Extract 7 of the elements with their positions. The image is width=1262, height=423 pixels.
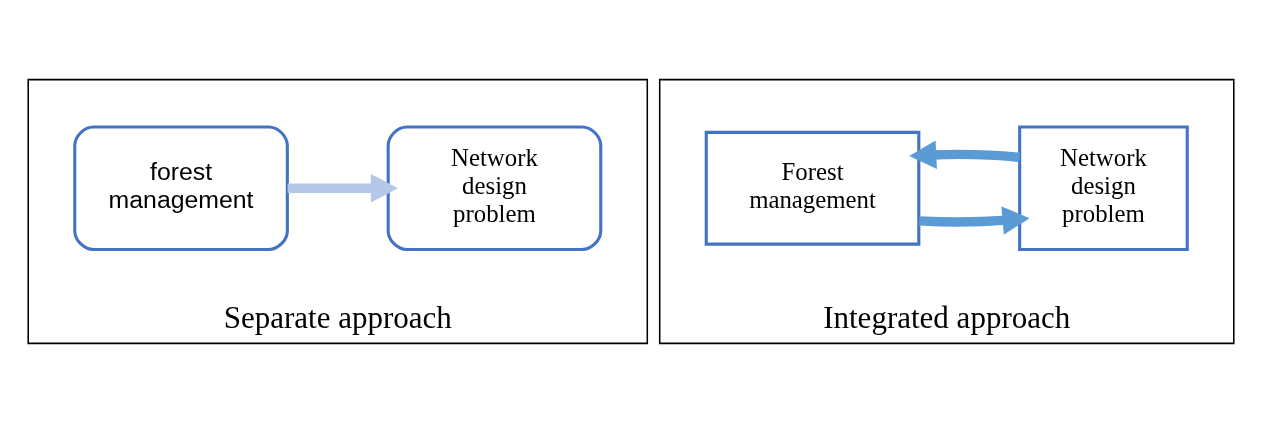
node-box: Network design problem [386,125,603,252]
node-box: Network design problem [1018,125,1189,252]
arrow [909,140,1021,169]
arrow [919,206,1030,235]
arrow [287,174,398,203]
node-box: forest management [73,125,289,252]
node-box: Forest management [704,130,921,246]
